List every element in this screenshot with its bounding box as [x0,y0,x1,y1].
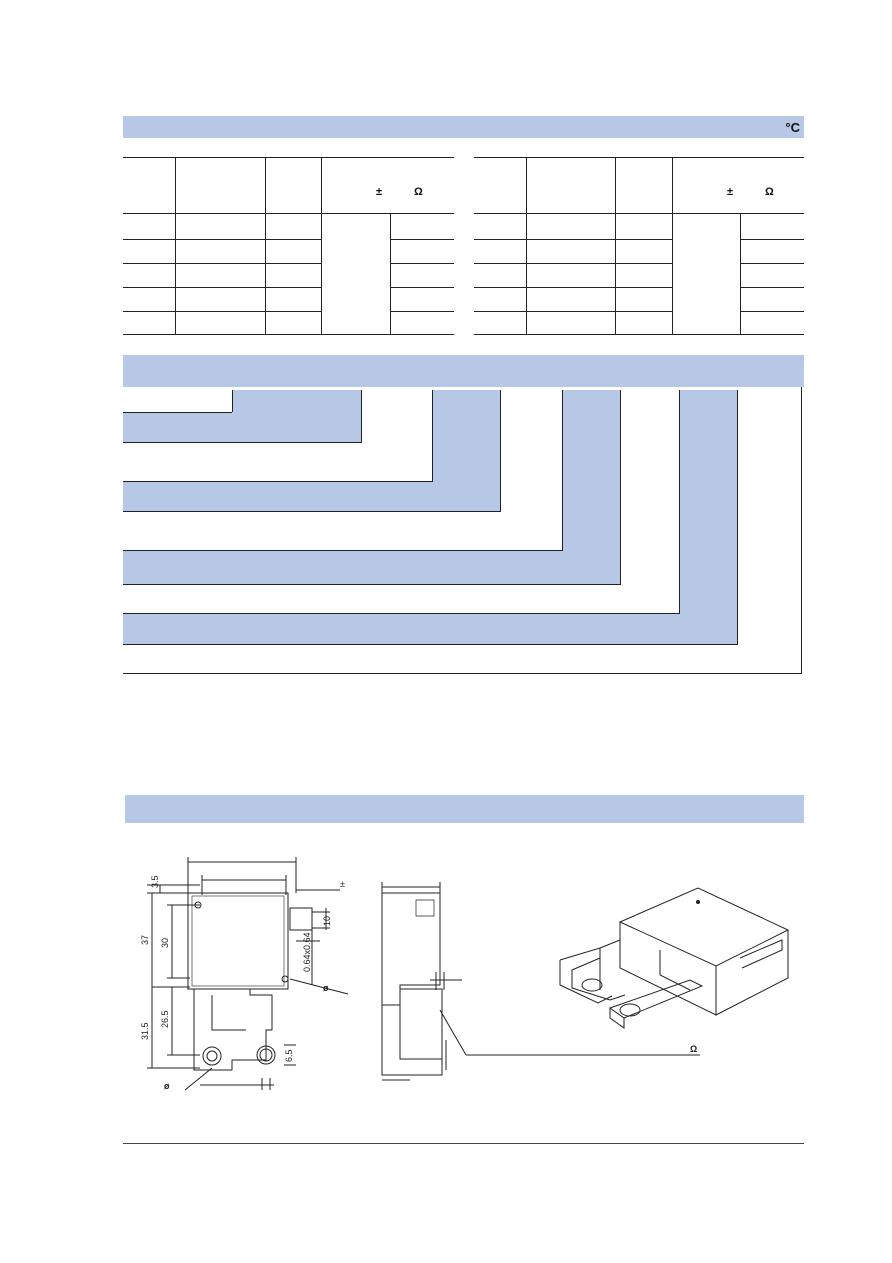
dim-label-37: 37 [140,935,150,945]
coil-data-header-band [123,116,804,138]
ordering-code-header-band [123,355,804,387]
footer-rule [123,1143,804,1144]
tolerance-symbol: ± [376,186,383,198]
dim-label-3-5: 3.5 [150,875,160,888]
ohm-symbol: Ω [414,186,423,198]
ohm-symbol: Ω [765,186,774,198]
diameter-symbol: ø [164,1081,170,1091]
dimensions-header-band [125,795,804,823]
temperature-unit: °C [785,120,800,135]
dim-label-26-5: 26.5 [160,1010,170,1028]
dim-label-30: 30 [160,938,170,948]
ohm-symbol: Ω [690,1044,697,1054]
tolerance-symbol: ± [727,186,734,198]
dim-label-31-5: 31.5 [140,1022,150,1040]
tolerance-symbol: ± [340,879,345,889]
dim-label-10: 10 [322,916,332,926]
dim-label-6-5: 6.5 [284,1049,294,1062]
dim-label-pin: 0.64x0.64 [302,932,312,972]
diameter-symbol: ø [323,983,329,993]
